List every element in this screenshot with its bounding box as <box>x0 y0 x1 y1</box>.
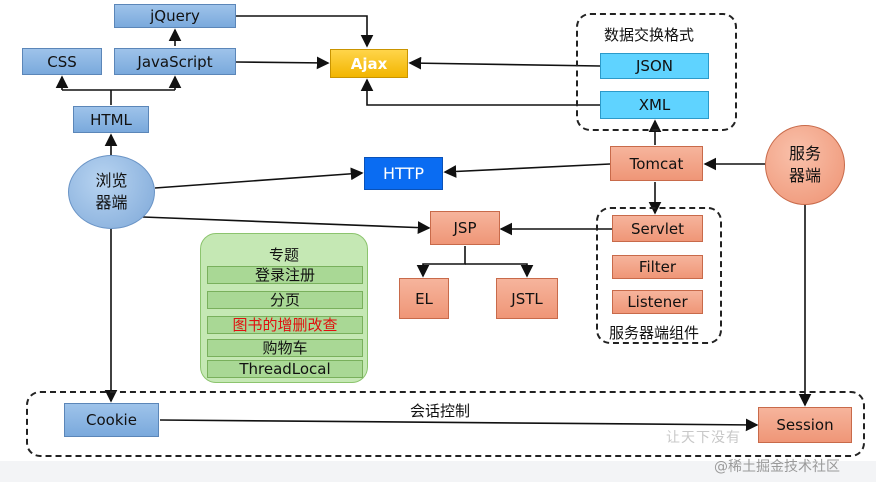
xml-node: XML <box>600 91 709 119</box>
watermark-credit: @稀土掘金技术社区 <box>714 459 840 475</box>
data-exchange-title: 数据交换格式 <box>604 26 695 44</box>
special-topics-panel: 专题 登录注册 分页 图书的增删改查 购物车 ThreadLocal <box>200 233 368 383</box>
jquery-node: jQuery <box>114 4 236 28</box>
html-node: HTML <box>73 106 149 133</box>
ajax-node: Ajax <box>330 49 408 78</box>
edge-jsp-split <box>416 246 466 278</box>
session-control-title: 会话控制 <box>410 402 471 420</box>
topic-book-crud: 图书的增删改查 <box>207 316 363 334</box>
server-components-group <box>596 207 722 344</box>
edge-jquery-ajax <box>236 15 374 48</box>
special-topics-title: 专题 <box>268 246 299 264</box>
http-node: HTTP <box>364 157 443 190</box>
cookie-node: Cookie <box>64 403 159 437</box>
servlet-node: Servlet <box>612 215 703 242</box>
tomcat-node: Tomcat <box>610 146 703 181</box>
edge-browser-http <box>154 167 364 189</box>
browser-node: 浏览 器端 <box>68 155 155 229</box>
edge-cookie-session <box>159 418 759 432</box>
server-components-title: 服务器端组件 <box>609 324 700 342</box>
edge-to-css <box>62 77 175 91</box>
topic-pagination: 分页 <box>207 291 363 309</box>
javascript-node: JavaScript <box>114 48 236 75</box>
edge-js-ajax <box>235 56 330 70</box>
edge-xml-ajax <box>360 78 600 106</box>
css-node: CSS <box>22 48 102 75</box>
edge-json-ajax <box>408 56 601 70</box>
server-node: 服务 器端 <box>765 125 845 205</box>
bottom-strip <box>0 461 876 482</box>
session-node: Session <box>758 407 852 443</box>
session-control-group <box>26 391 865 457</box>
topic-threadlocal: ThreadLocal <box>207 360 363 378</box>
server-line2: 器端 <box>788 166 821 185</box>
data-exchange-group <box>576 13 737 131</box>
edge-jsp-jstl <box>465 263 534 278</box>
listener-node: Listener <box>612 290 703 314</box>
filter-node: Filter <box>612 255 703 279</box>
json-node: JSON <box>600 53 709 79</box>
edge-tomcat-http <box>443 163 611 178</box>
server-line1: 服务 <box>788 144 821 163</box>
jstl-node: JSTL <box>496 278 558 319</box>
topic-login-register: 登录注册 <box>207 266 363 284</box>
watermark-stamp: 让天下没有 <box>666 430 741 446</box>
el-node: EL <box>399 278 449 319</box>
topic-shopping-cart: 购物车 <box>207 339 363 357</box>
jsp-node: JSP <box>430 211 500 245</box>
browser-line2: 器端 <box>95 193 128 212</box>
browser-line1: 浏览 <box>95 171 128 190</box>
edge-browser-jsp <box>142 216 431 234</box>
